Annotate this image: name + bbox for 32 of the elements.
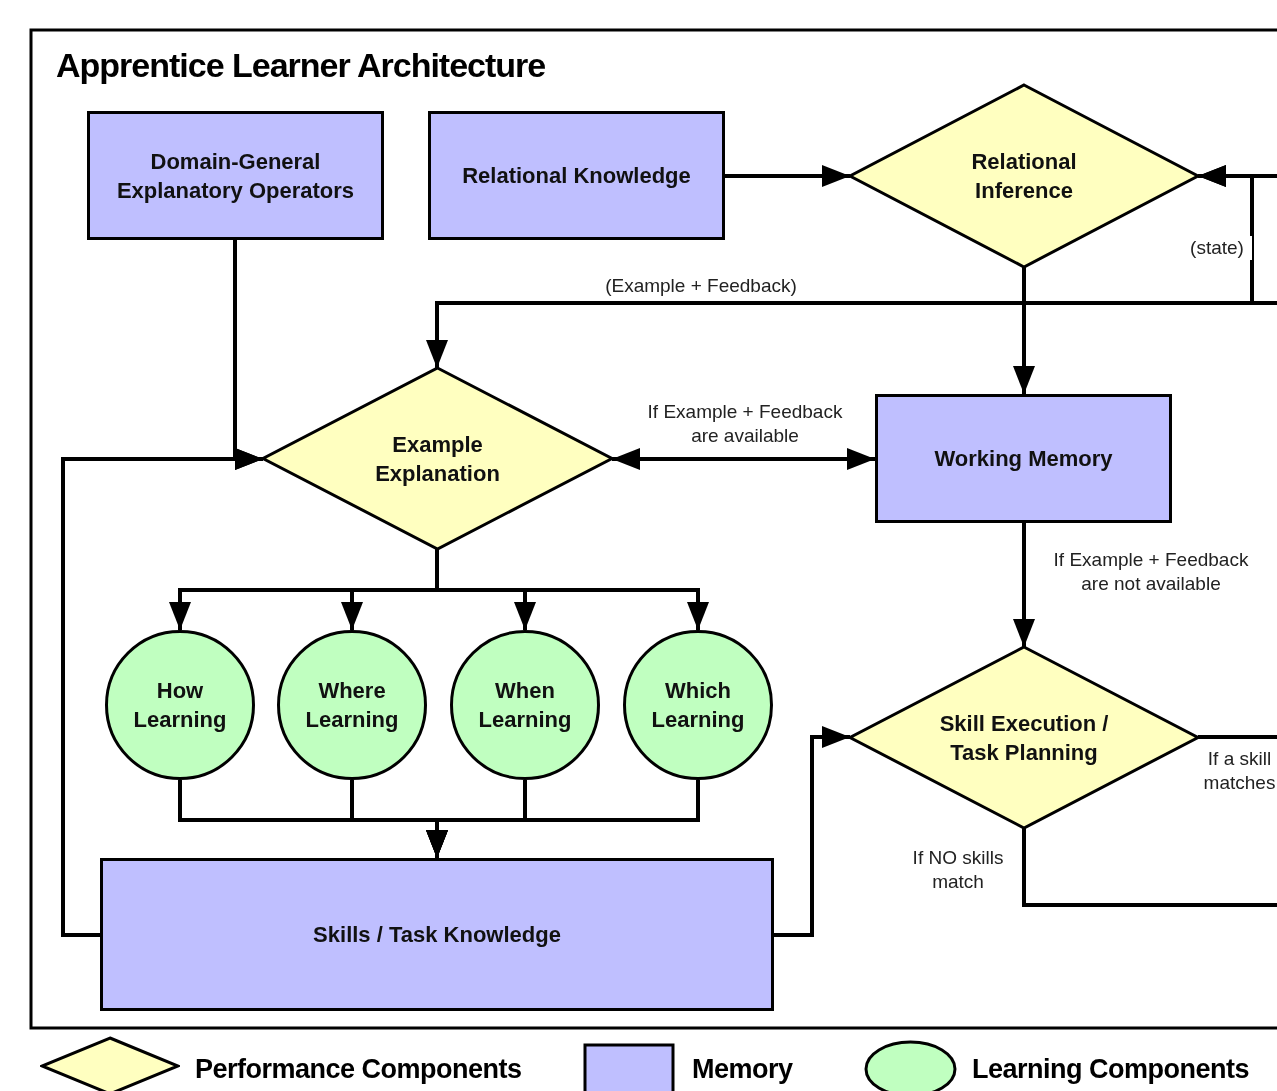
node-label: How Learning	[132, 677, 228, 734]
node-label: When Learning	[477, 677, 573, 734]
arrow	[1198, 165, 1254, 303]
legend-label: Performance Components	[195, 1054, 522, 1085]
node-label: Example Explanation	[374, 430, 501, 488]
node-label: Relational Knowledge	[461, 162, 692, 190]
arrow	[426, 301, 1277, 368]
node-label: Skills / Task Knowledge	[312, 921, 562, 949]
arrow	[774, 726, 850, 937]
memory-box	[875, 394, 1172, 523]
memory-box	[428, 111, 725, 240]
diagram-title: Apprentice Learner Architecture	[56, 46, 546, 85]
legend-label: Memory	[692, 1054, 793, 1085]
legend-label: Learning Components	[972, 1054, 1249, 1085]
node-label: Working Memory	[933, 445, 1114, 473]
decision-diamond	[263, 368, 612, 549]
arrow	[435, 549, 709, 630]
node-label: Relational Inference	[970, 148, 1078, 205]
node-label: Domain-General Explanatory Operators	[115, 147, 356, 205]
memory-box	[100, 858, 774, 1011]
arrow	[725, 165, 850, 187]
connector-line	[1022, 828, 1277, 907]
arrow	[1013, 523, 1035, 647]
decision-diamond	[850, 647, 1198, 828]
arrow	[612, 448, 875, 470]
arrow	[1013, 267, 1035, 394]
node-label: Where Learning	[304, 677, 400, 734]
node-label: Skill Execution / Task Planning	[938, 709, 1110, 767]
node-label: Which Learning	[650, 677, 746, 734]
arrow	[426, 780, 700, 858]
memory-box	[87, 111, 384, 240]
connector-line	[1198, 735, 1277, 739]
